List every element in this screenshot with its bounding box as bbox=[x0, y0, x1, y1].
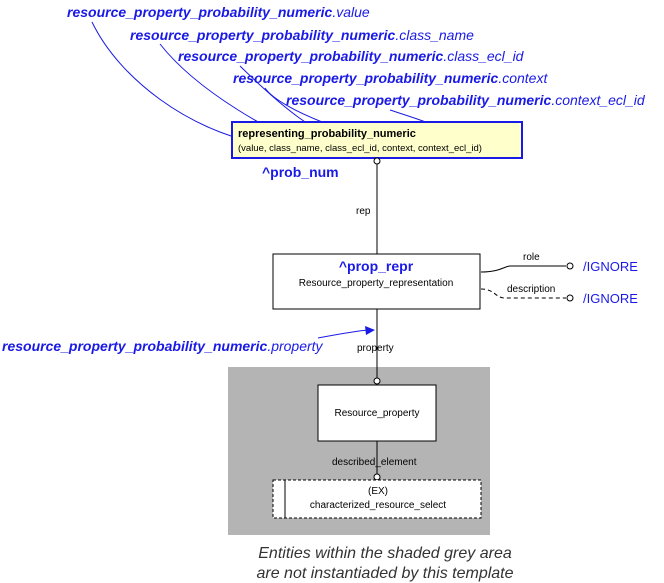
caption-line-1: Entities within the shaded grey area bbox=[258, 545, 512, 562]
select-characterized-resource-select bbox=[272, 479, 482, 519]
param-property: resource_property_probability_numeric.pr… bbox=[2, 338, 324, 354]
caption-line-2: are not instantiaded by this template bbox=[256, 565, 513, 582]
property-label: property bbox=[357, 343, 394, 354]
param-class-ecl-id: resource_property_probability_numeric.cl… bbox=[178, 48, 525, 64]
entity-resource-property-representation bbox=[272, 253, 481, 310]
entity-resource-property bbox=[317, 384, 437, 442]
select-box-ex: (EX) bbox=[368, 486, 388, 497]
param-value: resource_property_probability_numeric.va… bbox=[67, 4, 370, 20]
described-element-label: described_element bbox=[332, 457, 417, 468]
description-connector bbox=[480, 288, 566, 299]
entity-title: representing_probability_numeric bbox=[238, 128, 416, 140]
entity-attributes: (value, class_name, class_ecl_id, contex… bbox=[238, 143, 482, 154]
resource-property-name: Resource_property bbox=[334, 408, 419, 419]
description-connector-end-circle bbox=[566, 294, 574, 302]
description-label: description bbox=[507, 284, 555, 295]
described-element-end-circle bbox=[373, 473, 381, 481]
arrowhead-property bbox=[365, 326, 375, 335]
prop-repr-ref: ^prop_repr bbox=[339, 258, 414, 274]
role-label: role bbox=[523, 252, 540, 263]
rep-label: rep bbox=[356, 206, 371, 217]
role-connector bbox=[480, 265, 566, 273]
prob-num-ref: ^prob_num bbox=[262, 164, 339, 180]
role-connector-end-circle bbox=[566, 262, 574, 270]
ignore-description: /IGNORE bbox=[583, 291, 638, 306]
ignore-role: /IGNORE bbox=[583, 259, 638, 274]
property-connector-end-circle bbox=[373, 377, 381, 385]
param-context-ecl-id: resource_property_probability_numeric.co… bbox=[286, 92, 646, 108]
connector-property bbox=[317, 329, 371, 339]
rep-connector-end-circle bbox=[373, 157, 381, 165]
prop-repr-name: Resource_property_representation bbox=[299, 278, 454, 289]
param-context: resource_property_probability_numeric.co… bbox=[233, 70, 548, 86]
entity-representing-probability-numeric bbox=[231, 121, 523, 159]
select-box-name: characterized_resource_select bbox=[310, 500, 446, 511]
param-class-name: resource_property_probability_numeric.cl… bbox=[130, 27, 474, 43]
